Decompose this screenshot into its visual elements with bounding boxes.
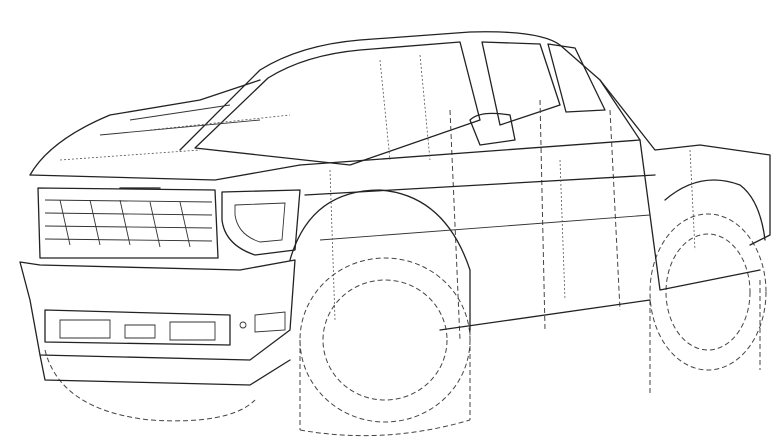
fog-light [254, 311, 286, 333]
grille [37, 187, 219, 259]
front-bumper [19, 259, 296, 386]
rear-wheel [649, 213, 767, 395]
bed [599, 79, 771, 291]
body-side [289, 139, 656, 331]
front-wheel [299, 257, 471, 437]
hood [29, 79, 301, 181]
shading-lines [329, 54, 696, 321]
left-wheel [44, 349, 256, 422]
side-mirror [469, 112, 516, 146]
headlight [221, 189, 301, 256]
cab [179, 31, 641, 341]
headlight-inner [234, 202, 286, 243]
